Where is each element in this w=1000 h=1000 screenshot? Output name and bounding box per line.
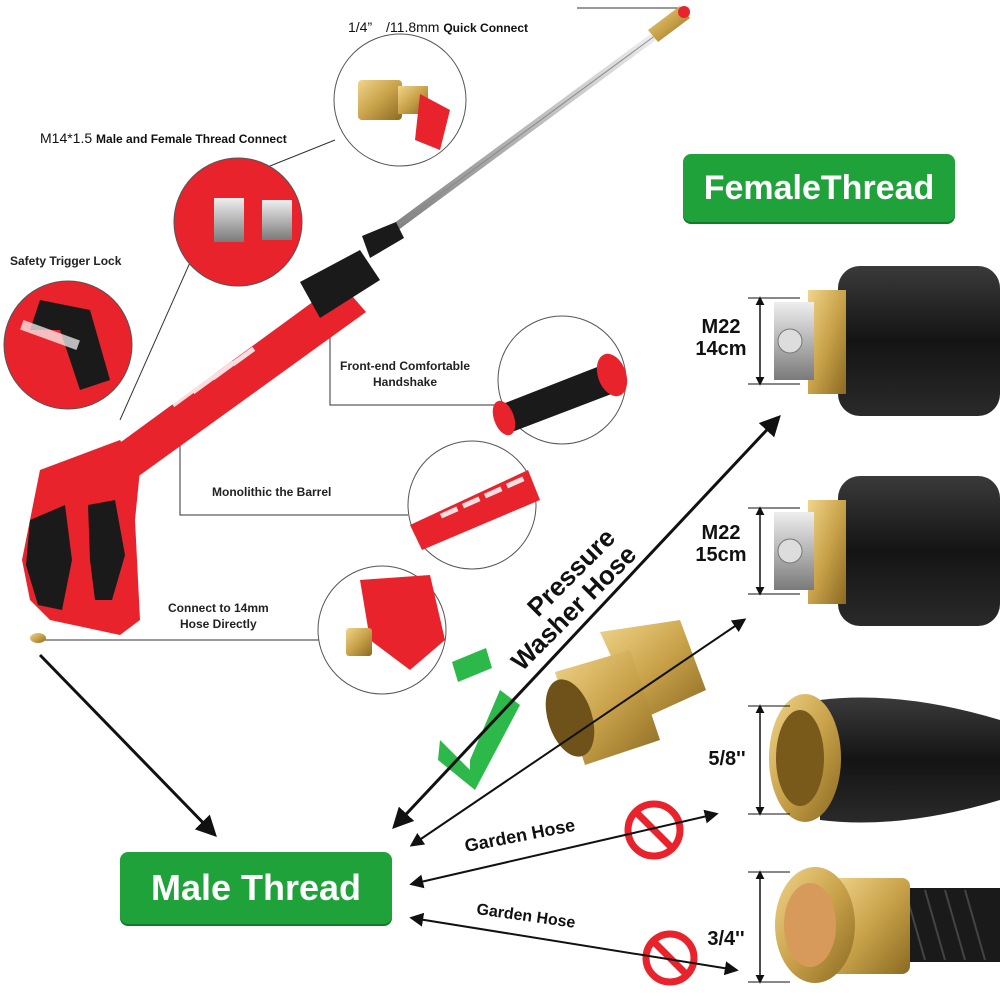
detail-handshake	[492, 315, 628, 445]
quick-connect-text: Quick Connect	[443, 21, 529, 35]
spray-gun	[22, 250, 380, 643]
barrel-label: Monolithic the Barrel	[212, 485, 332, 499]
hose-connect-line2: Hose Directly	[179, 617, 257, 631]
measure-m22-a: M22	[701, 316, 741, 338]
detail-quick-connect	[333, 33, 467, 167]
detail-barrel	[407, 440, 540, 570]
quick-connect-size: 1/4”	[348, 19, 373, 35]
quick-connect-mm: /11.8mm	[386, 19, 440, 35]
detail-thread	[173, 157, 303, 287]
spray-wand	[362, 6, 690, 258]
hose-connect-line1: Connect to 14mm	[168, 601, 269, 615]
detail-hose-connect	[317, 565, 447, 695]
connection-arrows	[38, 414, 781, 976]
measure-34: 3/4''	[707, 928, 745, 950]
garden-hose-34	[748, 867, 1000, 984]
quick-connect-label: 1/4” /11.8mm Quick Connect	[348, 19, 528, 35]
front-end-line1: Front-end Comfortable	[340, 359, 470, 373]
male-thread-badge: Male Thread	[120, 852, 392, 924]
measure-m22-14: M22 14cm	[690, 316, 752, 360]
measure-58: 5/8''	[708, 748, 746, 770]
garden-hose-label-2: Garden Hose	[475, 901, 576, 932]
thread-connect-text: Male and Female Thread Connect	[96, 132, 287, 146]
female-thread-badge: FemaleThread	[683, 154, 955, 222]
measure-len-a: 14cm	[695, 338, 747, 360]
prohibited-icon-1	[624, 800, 684, 860]
coupler-m22-14	[748, 266, 1000, 416]
garden-hose-58	[748, 694, 1000, 823]
measure-m22-b: M22	[701, 522, 741, 544]
thread-connect-label: M14*1.5 Male and Female Thread Connect	[40, 130, 287, 146]
prohibited-icon-2	[642, 930, 698, 986]
measure-m22-15: M22 15cm	[690, 522, 752, 566]
measure-len-b: 15cm	[695, 544, 747, 566]
thread-size: M14*1.5	[40, 130, 93, 146]
safety-lock-label: Safety Trigger Lock	[10, 254, 122, 268]
detail-trigger-lock	[3, 280, 133, 410]
front-end-label: Front-end Comfortable Handshake	[340, 358, 470, 390]
hose-connect-label: Connect to 14mm Hose Directly	[168, 600, 269, 632]
coupler-m22-15	[748, 476, 1000, 626]
front-end-line2: Handshake	[372, 375, 438, 389]
callout-lines	[40, 7, 689, 641]
